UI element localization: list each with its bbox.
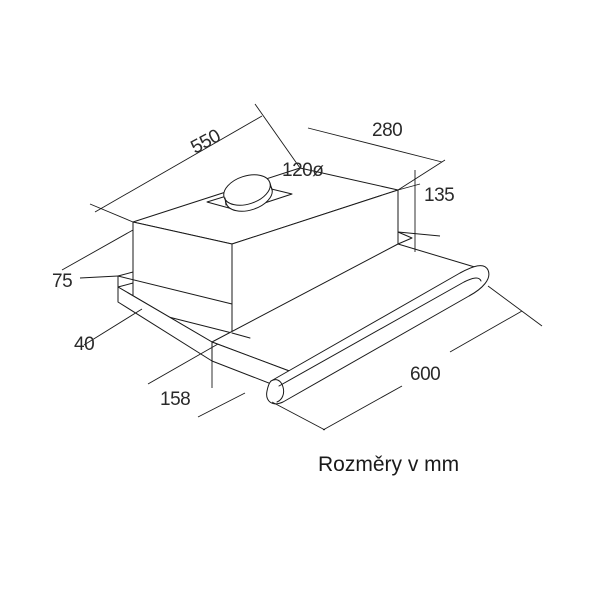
drawer-side-lip: [117, 271, 134, 288]
dimension-lines: [61, 103, 543, 431]
dim-75-line: [61, 229, 134, 271]
dim-280-line: [307, 127, 443, 163]
dim-135-ext-bottom: [397, 231, 441, 237]
label-side-step: 75: [52, 271, 72, 292]
dim-600-line-a: [322, 385, 403, 431]
label-extended-width: 600: [410, 364, 440, 385]
duct-side-right: [269, 182, 273, 191]
label-duct-diameter: 120ø: [282, 160, 324, 181]
dim-158-tail: [197, 392, 246, 418]
dimension-labels: 550 280 120ø 135 75 40 158 600: [52, 120, 455, 410]
dim-550-ext-right: [254, 103, 301, 169]
handle-end-cap: [270, 379, 285, 403]
drawer-handle: [266, 265, 490, 405]
handle-outer-icon: [266, 265, 490, 405]
drawer-seam: [231, 332, 251, 339]
dim-550-ext-left: [89, 203, 134, 223]
label-width: 550: [187, 126, 224, 159]
dim-135-ext-top: [397, 183, 421, 191]
hood-body: [132, 167, 399, 334]
duct-side-left: [224, 197, 227, 206]
handle-inner-groove: [278, 277, 482, 387]
dim-40-line: [83, 308, 143, 346]
dim-280-ext-front: [397, 159, 446, 191]
dim-600-ext-left: [271, 401, 326, 431]
dim-550-line: [94, 115, 263, 213]
duct-outlet: [206, 174, 293, 212]
label-height: 135: [424, 185, 454, 206]
dim-600-line-b: [449, 310, 523, 353]
dim-75-ext: [79, 275, 119, 279]
units-caption: Rozměry v mm: [318, 453, 459, 476]
drawer-left-top: [117, 275, 233, 305]
telescopic-drawer: [117, 231, 479, 393]
label-depth: 280: [372, 120, 402, 141]
label-front-thickness: 40: [74, 334, 94, 355]
dim-158-line: [147, 343, 219, 385]
dim-600-ext-right: [487, 285, 543, 327]
label-front-depth: 158: [160, 389, 190, 410]
drawer-rear-rim: [397, 231, 413, 245]
